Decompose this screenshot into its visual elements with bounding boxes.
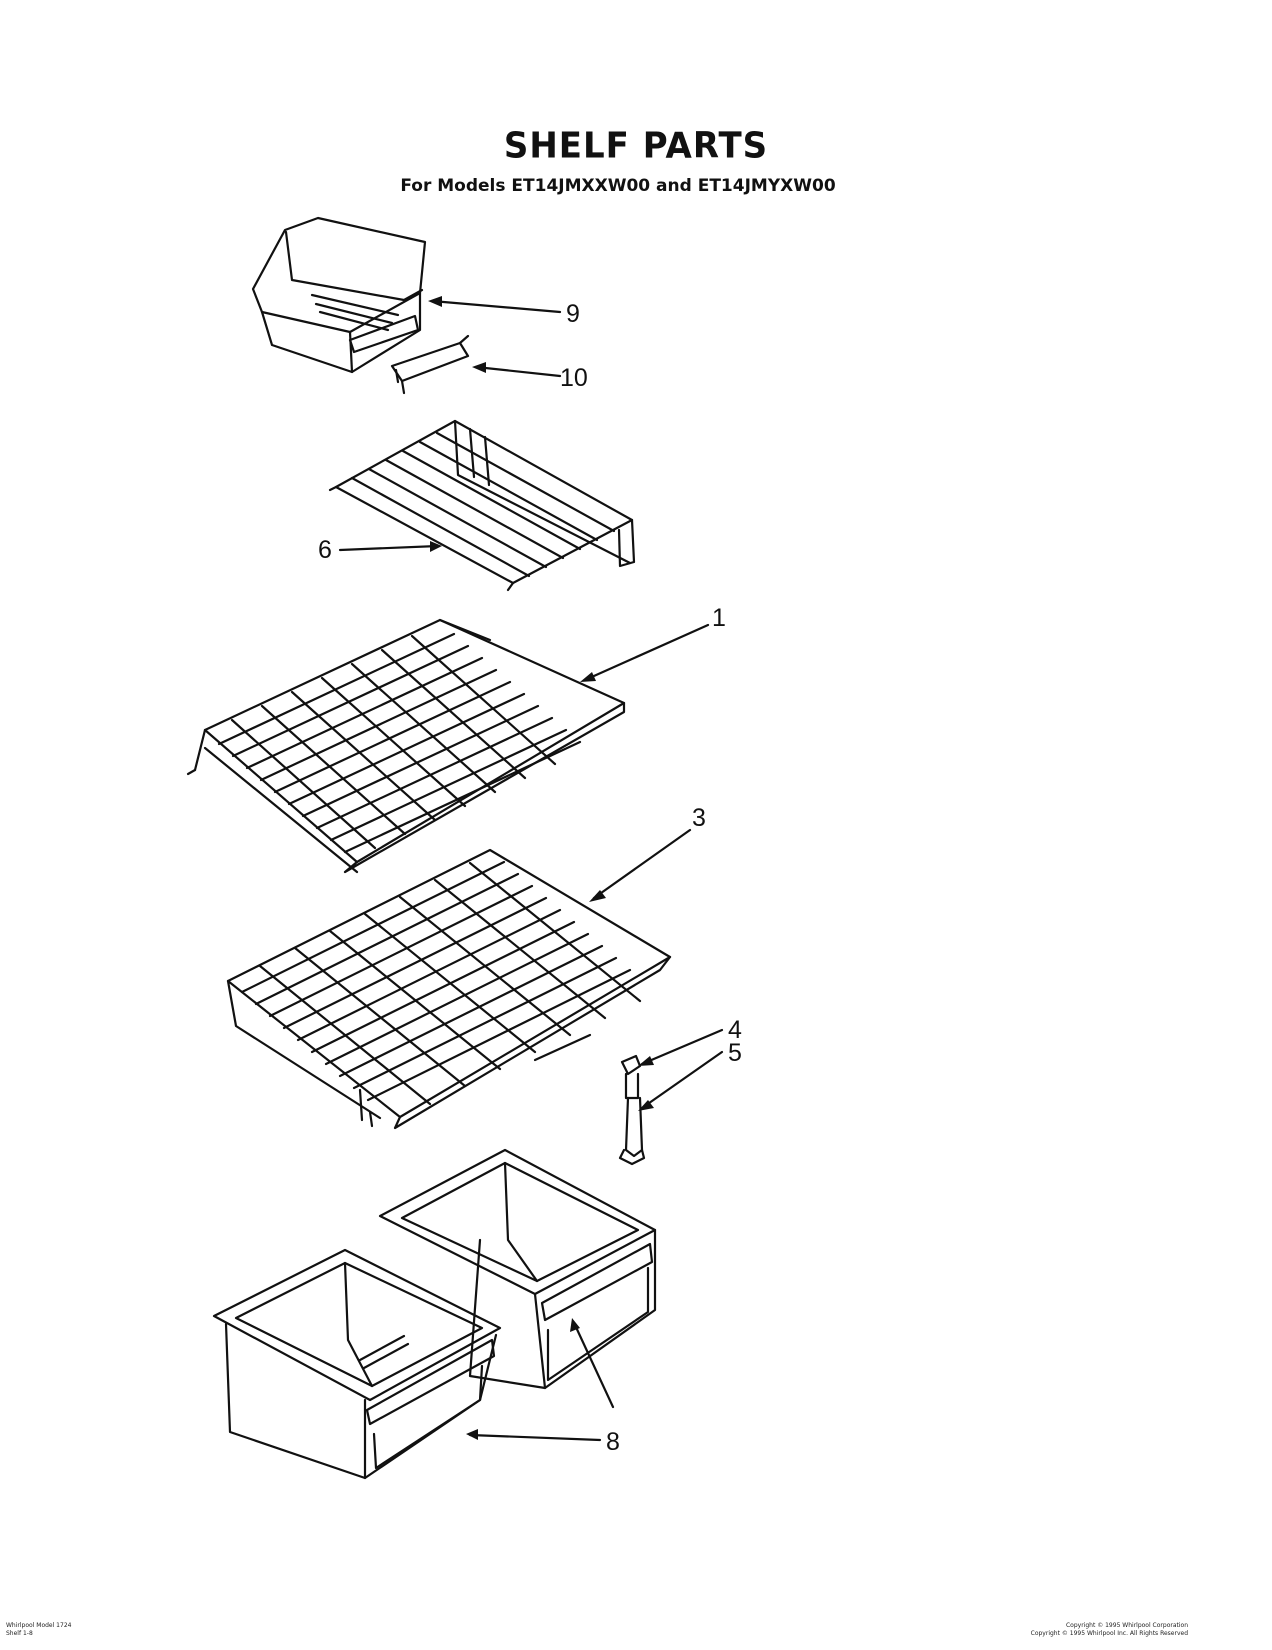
callout-1: 1 (712, 604, 726, 632)
callout-8: 8 (606, 1428, 620, 1456)
part-3-crisper-cover (226, 848, 672, 1130)
footer-left: Whirlpool Model 1724 Shelf 1-8 (6, 1622, 71, 1638)
footer-right: Copyright © 1995 Whirlpool Corporation C… (1031, 1622, 1188, 1638)
callout-10: 10 (560, 364, 588, 392)
part-9-small-bin (251, 216, 427, 374)
part-4-5-control (618, 1054, 646, 1166)
footer-left-line2: Shelf 1-8 (6, 1630, 33, 1637)
models-subtitle: For Models ET14JMXXW00 and ET14JMYXW00 (400, 176, 836, 196)
part-8-crisper-drawers (212, 1148, 657, 1480)
part-1-shelf (186, 618, 626, 874)
page-title: SHELF PARTS (503, 125, 769, 167)
callout-5: 5 (728, 1039, 742, 1067)
footer-right-line1: Copyright © 1995 Whirlpool Corporation (1065, 1622, 1188, 1629)
callout-9: 9 (566, 300, 580, 328)
callout-3: 3 (692, 804, 706, 832)
footer-left-line1: Whirlpool Model 1724 (6, 1622, 72, 1629)
callout-4: 4 (728, 1016, 742, 1044)
footer-right-line2: Copyright © 1995 Whirlpool Inc. All Righ… (1030, 1630, 1188, 1637)
part-10-bin-clip (390, 334, 470, 395)
part-6-wire-shelf (328, 419, 636, 592)
callout-6: 6 (318, 536, 332, 564)
